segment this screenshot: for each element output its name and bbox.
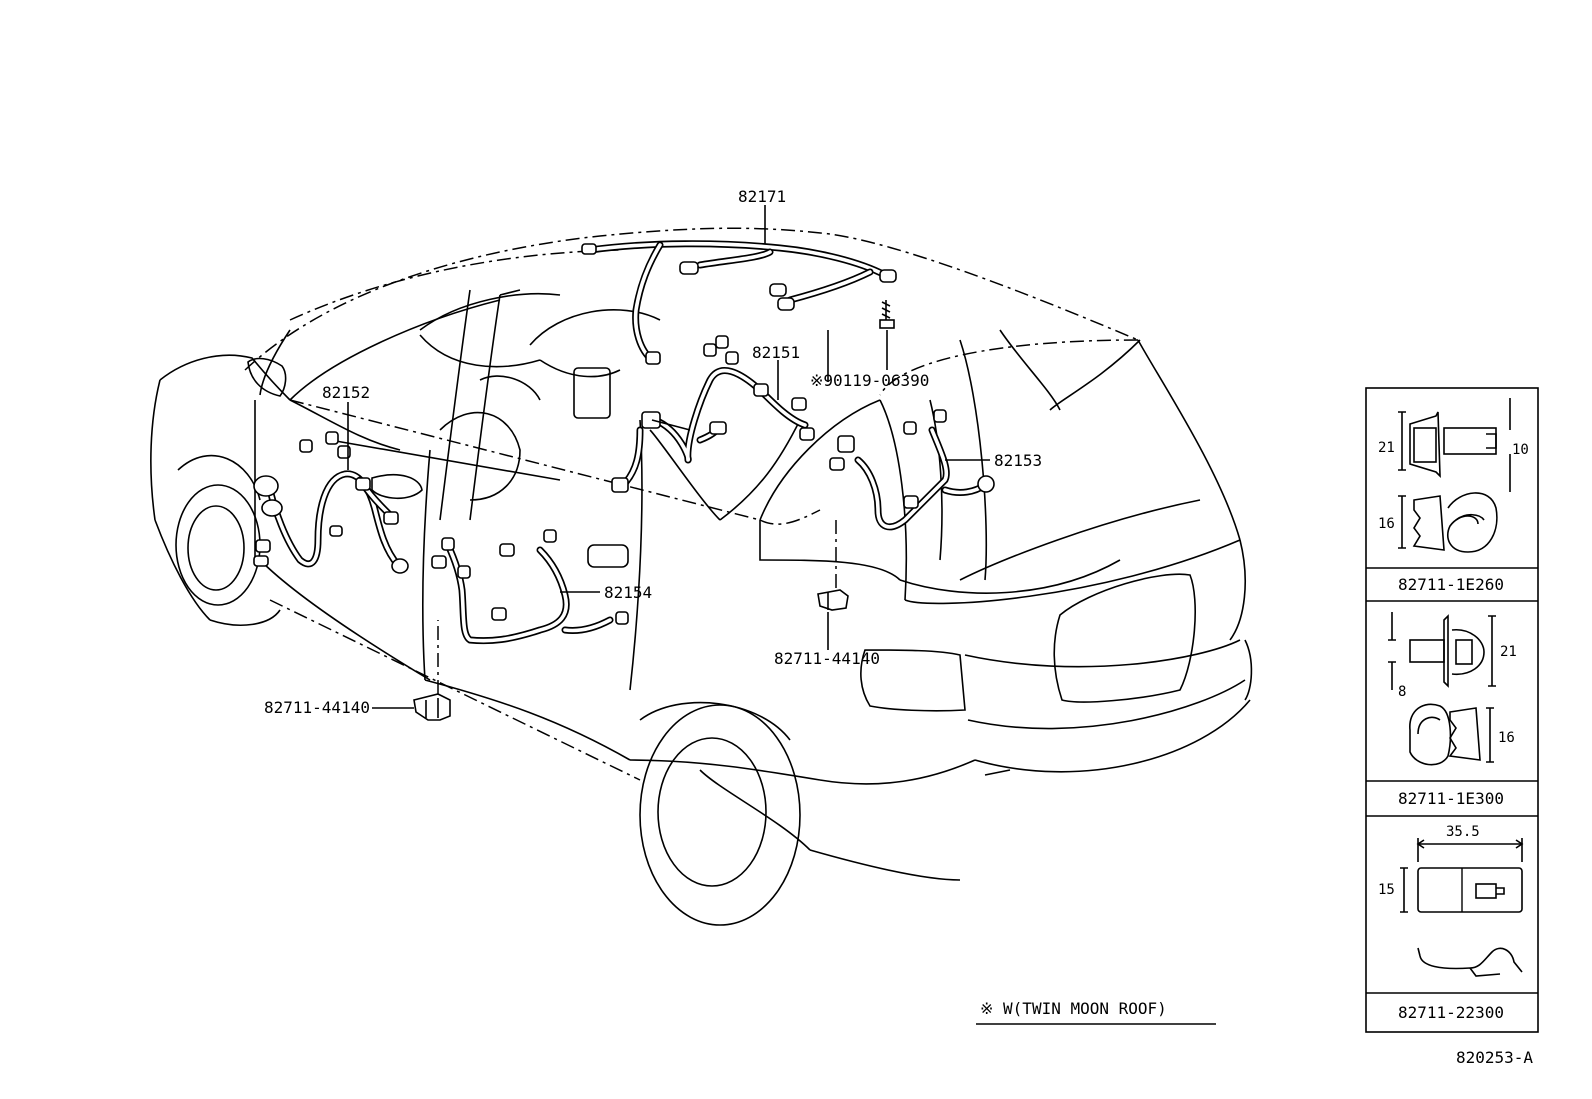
clip2-part-number: 82711-1E300 bbox=[1398, 789, 1504, 808]
legend-note: ※ W(TWIN MOON ROOF) bbox=[980, 999, 1167, 1018]
clip-82711-1E300-drawing bbox=[1388, 612, 1496, 766]
callout-82154: 82154 bbox=[604, 583, 652, 602]
callout-82151: 82151 bbox=[752, 343, 800, 362]
clip-82711-1E260-drawing bbox=[1398, 398, 1511, 553]
clip1-dim-21: 21 bbox=[1378, 440, 1395, 456]
clip-reference-panel: 21 10 16 82711-1E260 21 8 16 82711-1E300 bbox=[1365, 387, 1539, 1033]
clamp-right bbox=[817, 520, 849, 611]
callout-82171: 82171 bbox=[738, 187, 786, 206]
clip1-part-number: 82711-1E260 bbox=[1398, 575, 1504, 594]
clip1-dim-10: 10 bbox=[1512, 442, 1529, 458]
clip2-dim-16: 16 bbox=[1498, 730, 1515, 746]
rear-door-harness-82154 bbox=[431, 529, 629, 645]
clip1-dim-16: 16 bbox=[1378, 516, 1395, 532]
figure-code: 820253-A bbox=[1456, 1048, 1533, 1067]
clip-82711-22300-drawing bbox=[1400, 838, 1524, 977]
rear-harness-82153 bbox=[829, 409, 995, 531]
leader-lines bbox=[347, 205, 990, 709]
clip3-dim-35-5: 35.5 bbox=[1446, 824, 1480, 840]
clamp-left bbox=[413, 620, 451, 721]
clip2-dim-21: 21 bbox=[1500, 644, 1517, 660]
clip2-dim-8: 8 bbox=[1398, 684, 1406, 700]
bolt-part bbox=[879, 300, 895, 370]
callout-82152: 82152 bbox=[322, 383, 370, 402]
roof-harness-82171 bbox=[581, 240, 897, 365]
callout-clamp-left: 82711-44140 bbox=[264, 698, 370, 717]
callout-clamp-right: 82711-44140 bbox=[774, 649, 880, 668]
front-harness-82151 bbox=[611, 335, 815, 493]
clip3-part-number: 82711-22300 bbox=[1398, 1003, 1504, 1022]
callout-82153: 82153 bbox=[994, 451, 1042, 470]
callout-bolt-90119-06390: ※90119-06390 bbox=[810, 371, 929, 390]
clip3-dim-15: 15 bbox=[1378, 882, 1395, 898]
vehicle-body bbox=[150, 227, 1253, 926]
left-front-harness-82152 bbox=[253, 431, 409, 574]
